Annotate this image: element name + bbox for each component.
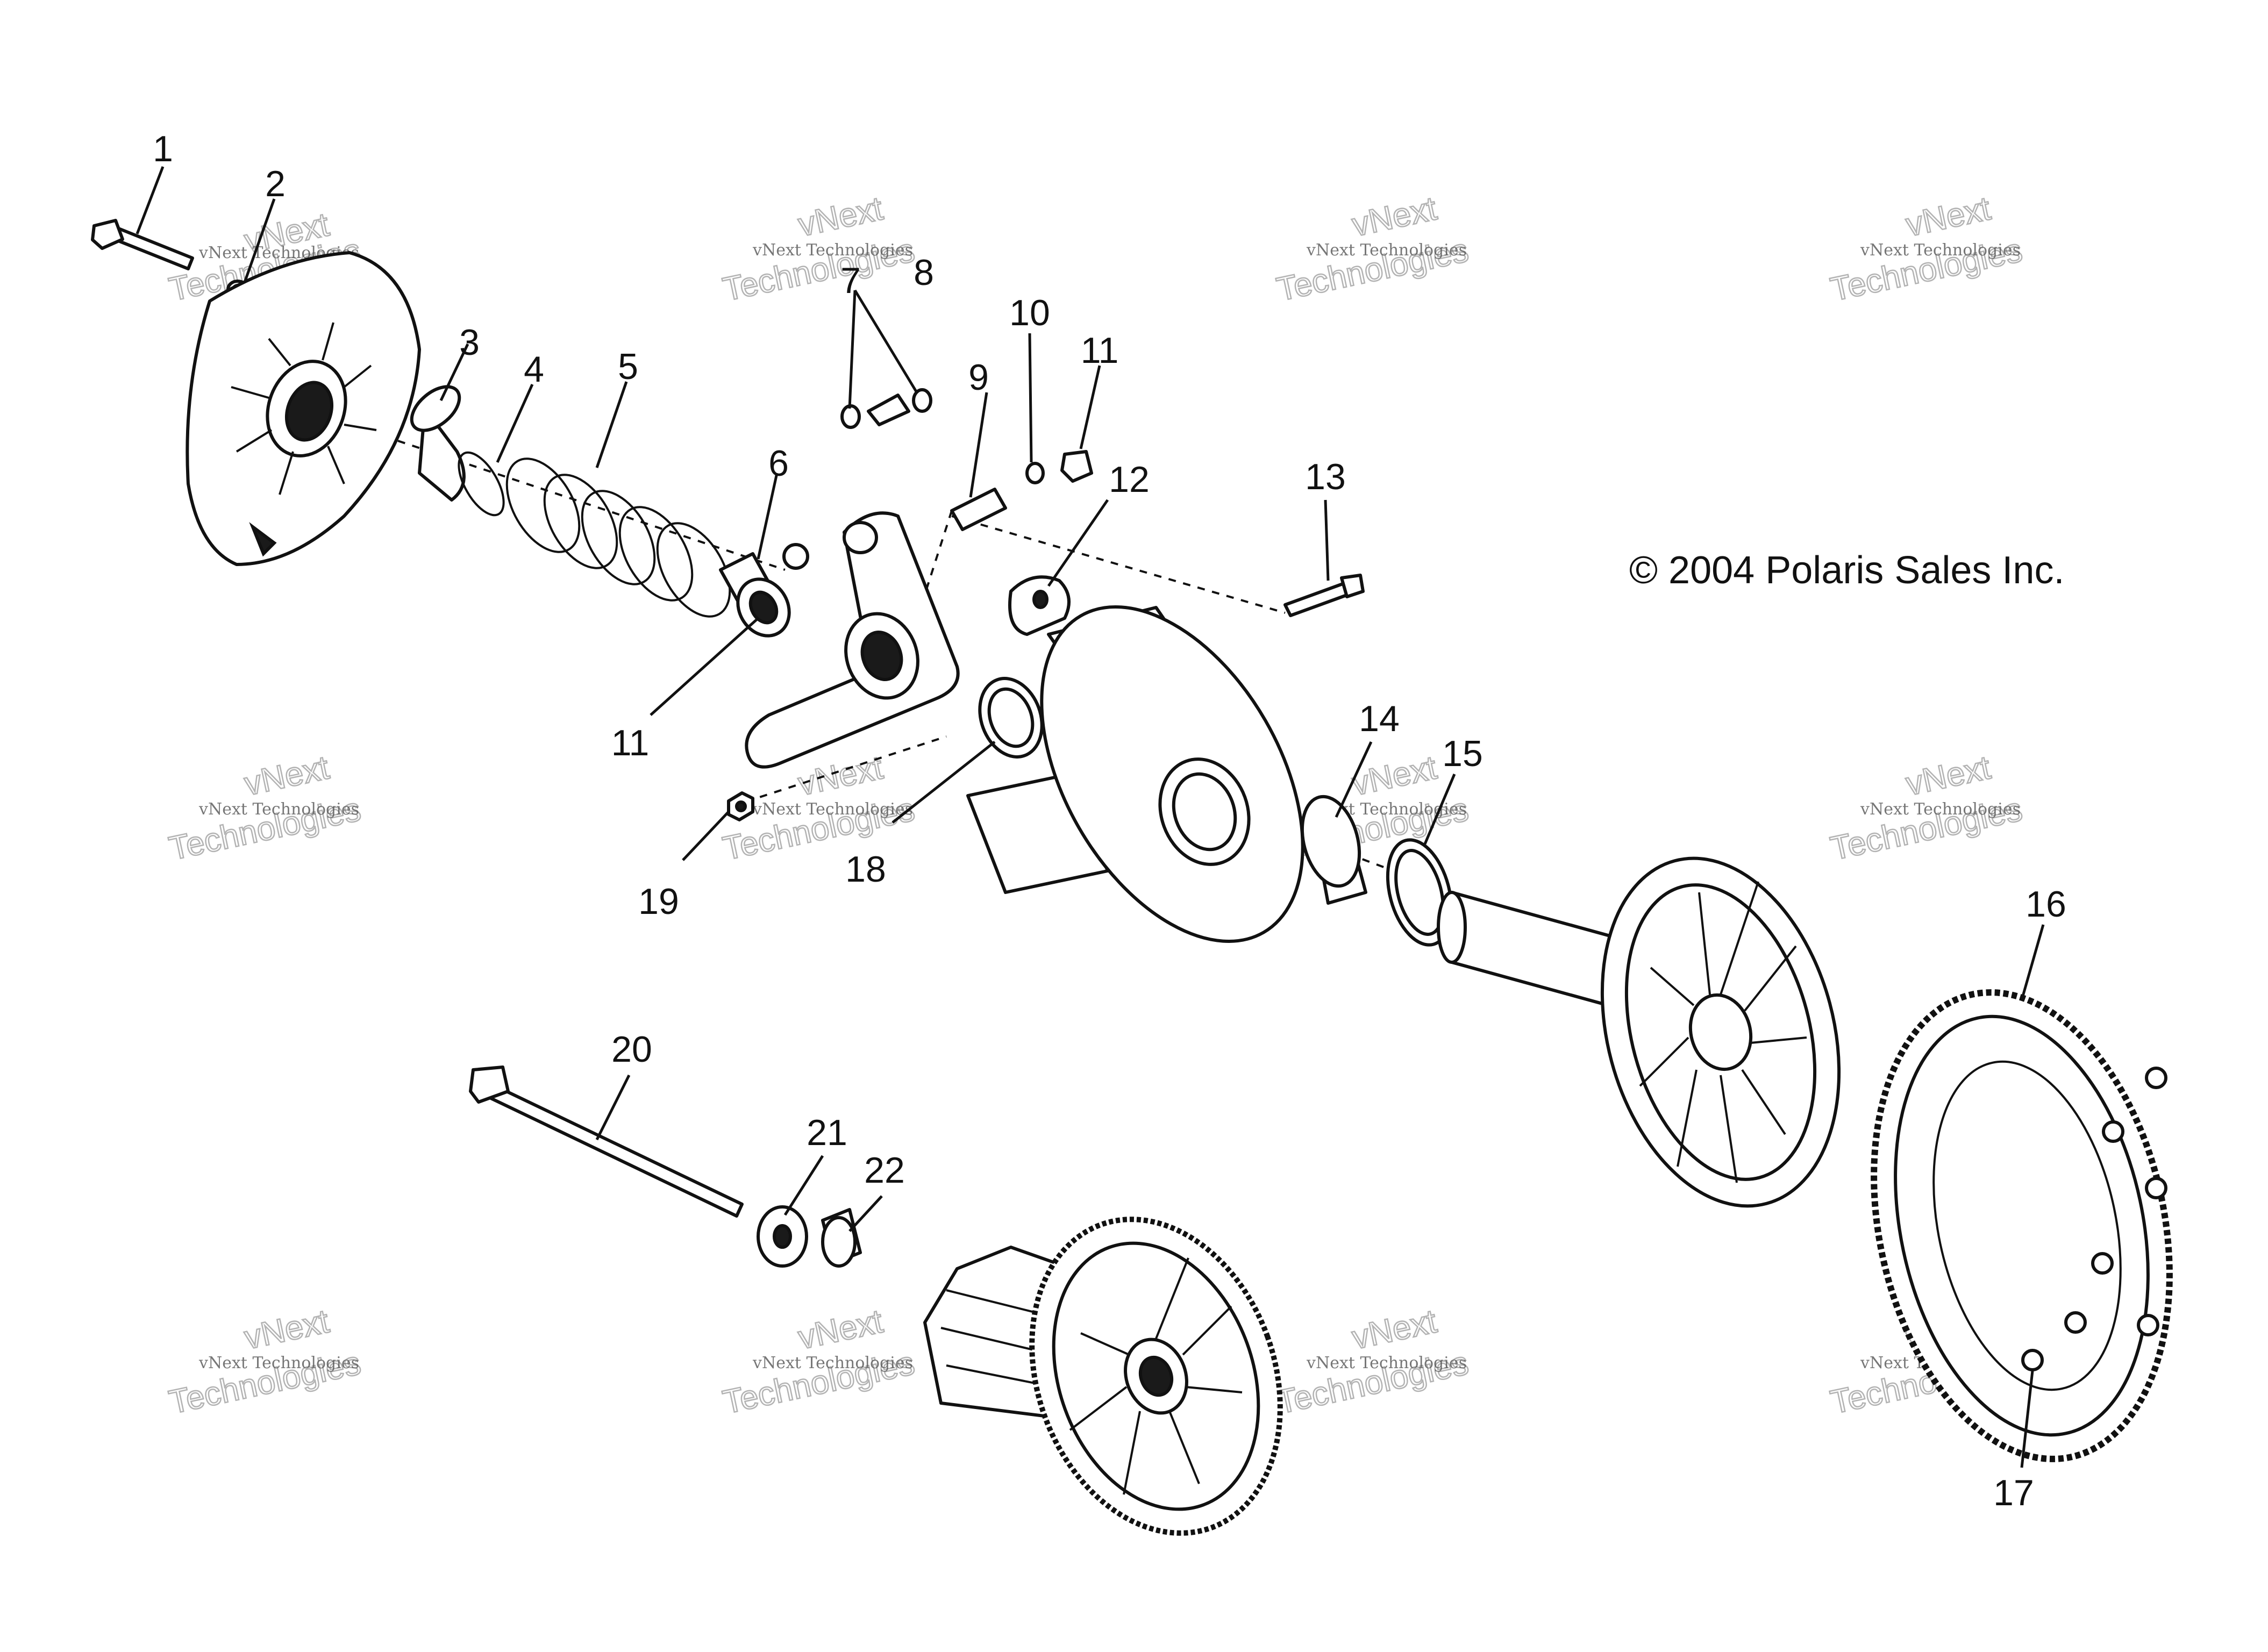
part-17-screws — [2021, 1067, 2167, 1371]
watermark-top: vNext — [1349, 1303, 1440, 1356]
part-3-bushing — [410, 385, 466, 502]
callout-17: 17 — [1993, 1472, 2034, 1513]
watermark: vNext Technologies vNext Technologies — [719, 189, 918, 309]
watermark-line: vNext Technologies — [752, 1354, 913, 1372]
watermark: vNext Technologies vNext Technologies — [165, 748, 365, 868]
part-16-ring-gear — [1871, 989, 2173, 1462]
watermark-line: vNext Technologies — [198, 800, 359, 819]
part-13-bolt — [1283, 574, 1365, 617]
watermark-line: vNext Technologies — [1860, 800, 2021, 819]
watermark-top: vNext — [241, 1303, 332, 1356]
watermark-line: vNext Technologies — [752, 241, 913, 260]
part-4-snap-ring — [458, 451, 505, 517]
callout-9: 9 — [968, 357, 989, 398]
callout-21: 21 — [807, 1112, 847, 1153]
callout-22: 22 — [864, 1150, 905, 1191]
watermark-top: vNext — [241, 749, 332, 803]
part-11-nut — [1060, 450, 1093, 483]
watermark: vNext Technologies vNext Technologies — [1273, 1302, 1472, 1422]
callout-15: 15 — [1442, 733, 1483, 774]
watermark-top: vNext — [1903, 190, 1994, 244]
watermark-line: vNext Technologies — [752, 800, 913, 819]
watermark: vNext Technologies vNext Technologies — [1827, 748, 2026, 868]
part-22-bushing — [821, 1208, 862, 1268]
callout-1: 1 — [153, 128, 173, 169]
part-6-bushing — [719, 552, 791, 638]
part-5-spring — [505, 457, 731, 618]
callout-12: 12 — [1109, 459, 1150, 500]
watermark: vNext Technologies vNext Technologies — [719, 1302, 918, 1422]
callout-13: 13 — [1305, 456, 1346, 497]
copyright-notice: © 2004 Polaris Sales Inc. — [1629, 549, 2064, 592]
callout-2: 2 — [265, 163, 286, 204]
watermark: vNext Technologies vNext Technologies — [1273, 189, 1472, 309]
callout-8: 8 — [914, 252, 934, 293]
callout-5: 5 — [618, 346, 638, 387]
watermark-top: vNext — [795, 1303, 886, 1356]
callout-16: 16 — [2025, 884, 2066, 925]
spider-assembly — [745, 511, 960, 769]
watermark-line: vNext Technologies — [1860, 241, 2021, 260]
part-19-nut — [727, 791, 754, 821]
watermark: vNext Technologies vNext Technologies — [165, 1302, 365, 1422]
leader-lines — [135, 166, 2045, 1468]
part-15-ring — [1386, 838, 1453, 947]
callout-11-bottom: 11 — [611, 723, 650, 763]
part-10-washer — [1025, 462, 1045, 484]
part-12-weight — [1008, 575, 1071, 636]
callout-6: 6 — [768, 443, 789, 484]
callout-3: 3 — [459, 322, 480, 363]
watermark-line: vNext Technologies — [1306, 241, 1467, 260]
watermark-top: vNext — [1349, 749, 1440, 803]
watermark-line: vNext Technologies — [198, 1354, 359, 1372]
part-9-pin — [950, 488, 1007, 531]
part-8-pin — [867, 394, 910, 426]
watermark: vNext Technologies vNext Technologies — [1827, 189, 2026, 309]
callout-19: 19 — [638, 881, 679, 922]
callout-7: 7 — [840, 260, 861, 301]
callout-4: 4 — [524, 349, 544, 390]
watermark-top: vNext — [795, 749, 886, 803]
part-20-bolt — [469, 1065, 744, 1218]
callout-18: 18 — [845, 849, 886, 890]
watermark-top: vNext — [795, 190, 886, 244]
part-1-bolt — [91, 219, 194, 270]
fixed-sheave — [1437, 856, 1841, 1208]
callout-14: 14 — [1359, 698, 1400, 739]
callout-20: 20 — [611, 1029, 652, 1070]
movable-sheave — [966, 605, 1304, 943]
part-21-washer — [757, 1205, 808, 1268]
part-7-washers — [840, 388, 932, 429]
part-14-bushing — [1300, 795, 1367, 905]
watermark-top: vNext — [1349, 190, 1440, 244]
assembled-clutch — [923, 1217, 1283, 1536]
callout-labels: 1 2 3 4 5 6 7 8 9 10 11 11 12 13 14 15 1… — [153, 128, 2066, 1513]
callout-11-top: 11 — [1081, 330, 1119, 371]
callout-10: 10 — [1009, 292, 1050, 333]
watermark-top: vNext — [1903, 749, 1994, 803]
part-18-ring — [978, 677, 1044, 759]
cover-housing — [186, 251, 421, 566]
watermark-line: vNext Technologies — [1306, 1354, 1467, 1372]
